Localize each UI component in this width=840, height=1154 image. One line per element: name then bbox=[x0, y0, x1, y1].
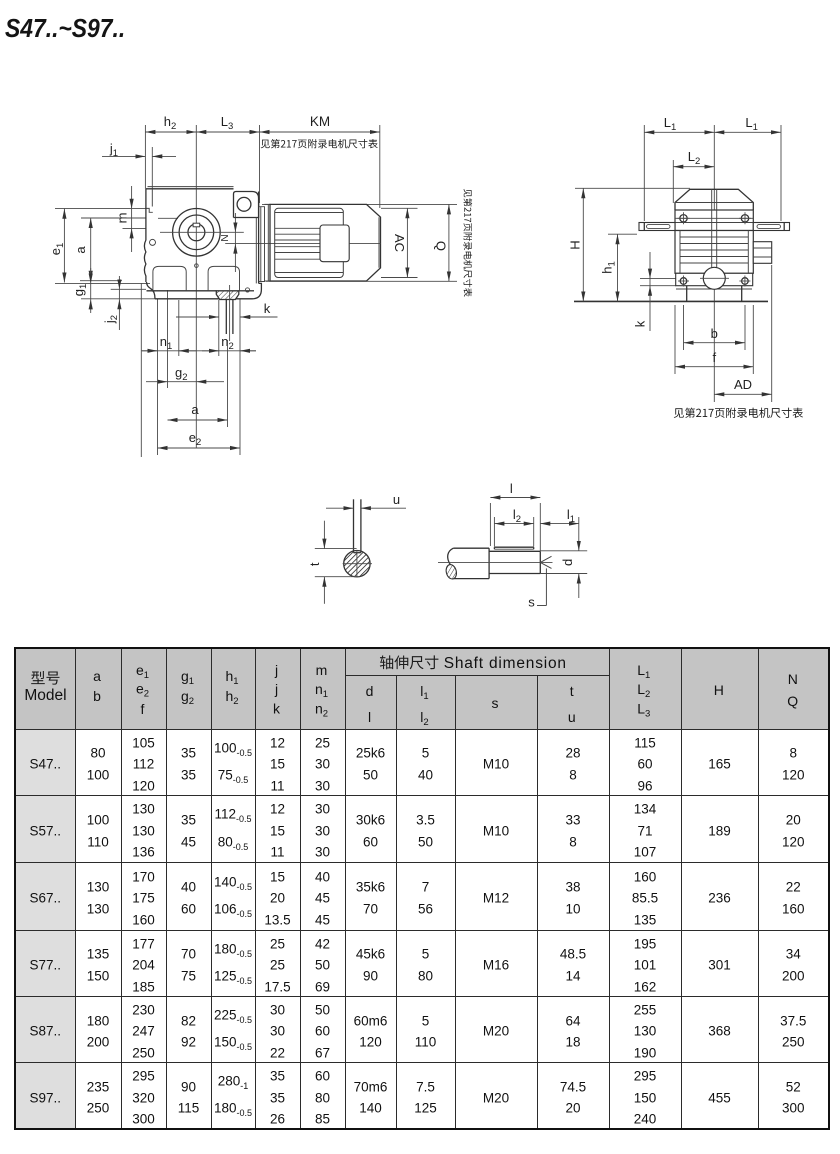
svg-text:f: f bbox=[712, 350, 716, 365]
svg-text:KM: KM bbox=[310, 114, 330, 129]
svg-text:k: k bbox=[264, 301, 271, 316]
svg-text:H: H bbox=[714, 682, 724, 698]
svg-text:a: a bbox=[93, 668, 101, 684]
svg-text:L3: L3 bbox=[637, 701, 650, 720]
svg-text:a: a bbox=[191, 402, 199, 417]
svg-text:e1: e1 bbox=[136, 662, 149, 681]
svg-text:t: t bbox=[307, 562, 322, 566]
svg-text:l1: l1 bbox=[567, 507, 575, 525]
svg-text:l: l bbox=[368, 709, 371, 725]
svg-text:u: u bbox=[568, 709, 576, 725]
svg-text:s: s bbox=[492, 695, 499, 711]
svg-text:g1: g1 bbox=[181, 668, 194, 687]
svg-text:AD: AD bbox=[734, 377, 752, 392]
svg-text:n1: n1 bbox=[315, 681, 328, 700]
svg-text:H: H bbox=[568, 240, 583, 249]
svg-text:L1: L1 bbox=[637, 662, 650, 681]
svg-text:f: f bbox=[141, 701, 145, 717]
svg-text:l: l bbox=[510, 481, 513, 496]
svg-text:u: u bbox=[393, 492, 400, 507]
svg-text:n2: n2 bbox=[315, 701, 328, 720]
svg-text:Shaft dimension: Shaft dimension bbox=[444, 655, 567, 672]
svg-text:h1: h1 bbox=[225, 668, 238, 687]
svg-text:k: k bbox=[273, 701, 281, 717]
svg-text:L2: L2 bbox=[637, 681, 650, 700]
svg-text:j: j bbox=[274, 662, 278, 678]
svg-text:d: d bbox=[560, 559, 575, 566]
svg-text:t: t bbox=[570, 683, 574, 699]
svg-text:s: s bbox=[528, 595, 535, 610]
svg-text:b: b bbox=[711, 326, 718, 341]
svg-text:a: a bbox=[73, 246, 88, 254]
svg-text:h2: h2 bbox=[225, 688, 238, 707]
svg-text:m: m bbox=[316, 662, 328, 678]
svg-text:k: k bbox=[633, 320, 648, 327]
svg-text:l1: l1 bbox=[420, 683, 428, 702]
svg-text:N: N bbox=[788, 671, 798, 687]
svg-text:g2: g2 bbox=[181, 688, 194, 707]
svg-text:l2: l2 bbox=[420, 709, 428, 728]
svg-text:b: b bbox=[93, 688, 101, 704]
svg-text:AC: AC bbox=[392, 234, 407, 252]
svg-text:d: d bbox=[366, 683, 374, 699]
svg-text:N: N bbox=[220, 234, 231, 241]
svg-text:e2: e2 bbox=[136, 681, 149, 700]
svg-text:l2: l2 bbox=[513, 507, 521, 525]
svg-text:Model: Model bbox=[24, 687, 66, 704]
svg-text:j2: j2 bbox=[102, 315, 120, 324]
svg-text:j1: j1 bbox=[109, 141, 118, 159]
svg-text:j: j bbox=[274, 681, 278, 697]
svg-text:Q: Q bbox=[787, 693, 798, 709]
svg-text:Q: Q bbox=[434, 241, 449, 251]
